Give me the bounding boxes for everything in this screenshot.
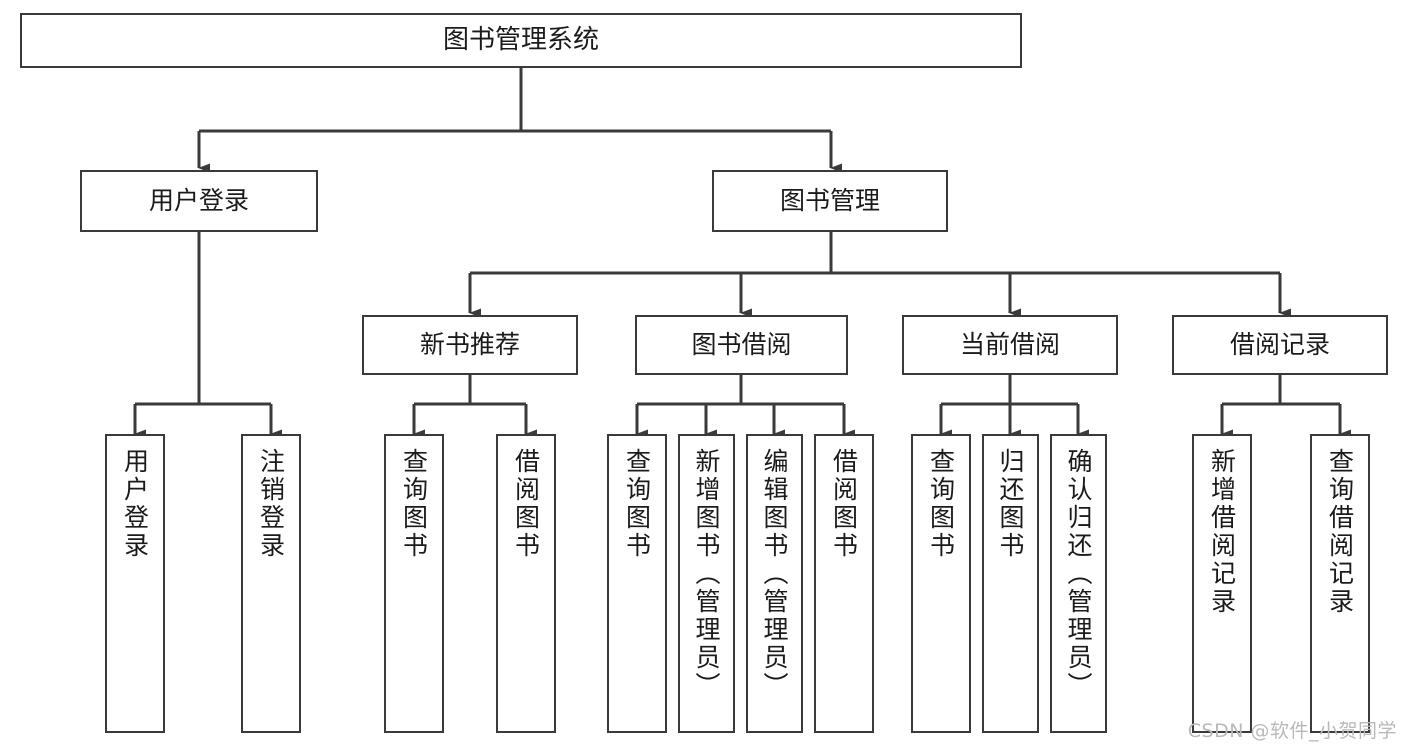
leaf-borrow-add-book[interactable]: 新增图书（管理员） xyxy=(678,434,735,733)
node-label: 借阅图书 xyxy=(511,448,541,560)
node-new-book-recommend[interactable]: 新书推荐 xyxy=(362,315,578,375)
leaf-current-query-book[interactable]: 查询图书 xyxy=(911,434,971,733)
node-label: 查询图书 xyxy=(399,448,429,560)
node-book-borrow[interactable]: 图书借阅 xyxy=(635,315,848,375)
node-label: 新增借阅记录 xyxy=(1207,448,1237,616)
node-label: 图书管理系统 xyxy=(442,25,599,56)
node-label: 借阅记录 xyxy=(1229,330,1330,360)
node-label: 用户登录 xyxy=(120,448,150,560)
leaf-borrow-query-book[interactable]: 查询图书 xyxy=(607,434,667,733)
node-label: 新增图书（管理员） xyxy=(692,448,721,700)
watermark-text: CSDN @软件_小贺同学 xyxy=(1187,720,1397,742)
leaf-borrow-edit-book[interactable]: 编辑图书（管理员） xyxy=(746,434,803,733)
node-label: 注销登录 xyxy=(256,448,286,560)
leaf-current-return-book[interactable]: 归还图书 xyxy=(982,434,1039,733)
node-label: 查询图书 xyxy=(622,448,652,560)
leaf-recommend-query-book[interactable]: 查询图书 xyxy=(384,434,444,733)
node-label: 查询借阅记录 xyxy=(1325,448,1355,616)
leaf-user-login-login[interactable]: 用户登录 xyxy=(105,434,165,733)
node-label: 确认归还（管理员） xyxy=(1064,448,1093,700)
leaf-user-login-logout[interactable]: 注销登录 xyxy=(241,434,301,733)
leaf-record-query-record[interactable]: 查询借阅记录 xyxy=(1310,434,1370,733)
node-label: 新书推荐 xyxy=(419,330,520,360)
node-current-borrow[interactable]: 当前借阅 xyxy=(902,315,1118,375)
node-label: 编辑图书（管理员） xyxy=(760,448,789,700)
node-label: 图书借阅 xyxy=(691,330,792,360)
node-book-management[interactable]: 图书管理 xyxy=(712,170,948,232)
node-label: 图书管理 xyxy=(779,186,880,216)
node-label: 当前借阅 xyxy=(959,330,1060,360)
leaf-borrow-borrow-book[interactable]: 借阅图书 xyxy=(814,434,874,733)
leaf-current-confirm-return[interactable]: 确认归还（管理员） xyxy=(1050,434,1107,733)
leaf-record-add-record[interactable]: 新增借阅记录 xyxy=(1192,434,1252,733)
node-label: 借阅图书 xyxy=(829,448,859,560)
node-user-login[interactable]: 用户登录 xyxy=(80,170,318,232)
node-borrow-record[interactable]: 借阅记录 xyxy=(1172,315,1388,375)
node-label: 查询图书 xyxy=(926,448,956,560)
leaf-recommend-borrow-book[interactable]: 借阅图书 xyxy=(496,434,556,733)
node-label: 用户登录 xyxy=(148,186,249,216)
node-root-system[interactable]: 图书管理系统 xyxy=(20,13,1022,68)
node-label: 归还图书 xyxy=(996,448,1025,560)
